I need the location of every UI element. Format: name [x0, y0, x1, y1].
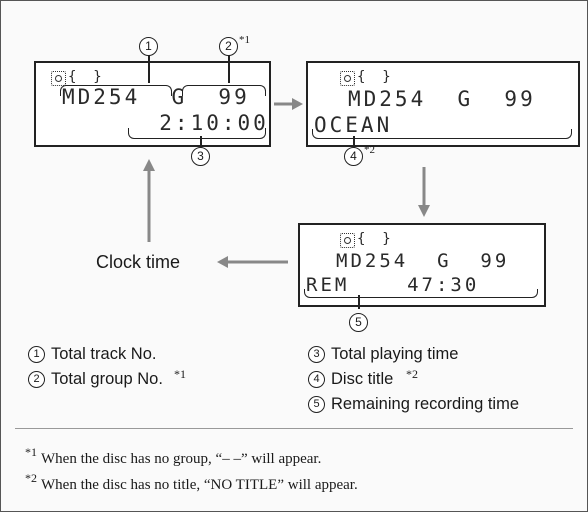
legend-num-3: 3: [308, 346, 325, 363]
legend-num-5: 5: [308, 396, 325, 413]
clock-time-label: Clock time: [96, 252, 181, 272]
footnote-2-text: When the disc has no title, “NO TITLE” w…: [41, 477, 358, 493]
lcd-display-title: { } MD254 G 99 OCEAN: [306, 61, 580, 147]
arrow-down-icon: [418, 167, 430, 217]
callout-2-footnote-mark: *1: [239, 34, 250, 46]
lcd-row-2: REM 47:30: [306, 274, 480, 296]
bracket-remaining: [304, 289, 538, 298]
leader-4: [353, 136, 355, 148]
legend-num-2: 2: [28, 371, 45, 388]
callout-4: 4: [344, 147, 363, 166]
bracket-group: [182, 85, 266, 96]
lcd-row-2: 2:10:00: [128, 111, 269, 135]
disc-icon: [51, 71, 66, 86]
leader-5: [358, 295, 360, 309]
divider: [15, 428, 573, 429]
legend-num-1: 1: [28, 346, 45, 363]
lcd-row-2: OCEAN: [314, 113, 393, 137]
leader-2: [228, 53, 230, 83]
bracket-title: [312, 129, 572, 139]
lcd-display-clock: { } MD254 G 99 2:10:00: [34, 61, 271, 147]
legend-sup-4: *2: [406, 367, 418, 381]
callout-5: 5: [349, 313, 368, 332]
callout-2: 2: [219, 37, 238, 56]
disc-icon: [340, 71, 355, 86]
legend-text-5: Remaining recording time: [331, 395, 520, 413]
bracket-playtime: [128, 128, 266, 139]
footnote-1-mark: *1: [25, 445, 37, 459]
lcd-row-1: MD254 G 99: [62, 85, 250, 109]
callout-4-footnote-mark: *2: [364, 144, 375, 156]
track-indicator: { }: [357, 69, 391, 85]
lcd-row-1: MD254 G 99: [336, 250, 510, 272]
lcd-row-1: MD254 G 99: [348, 87, 536, 111]
legend-text-2: Total group No.: [51, 370, 163, 388]
leader-1: [148, 53, 150, 83]
legend-text-4: Disc title: [331, 370, 394, 388]
track-indicator: { }: [68, 69, 102, 85]
legend-sup-2: *1: [174, 367, 186, 381]
arrow-right-icon: [274, 98, 303, 110]
callout-1: 1: [139, 37, 158, 56]
arrow-up-icon: [143, 159, 155, 242]
leader-3: [200, 136, 202, 148]
track-indicator: { }: [357, 231, 391, 247]
legend-num-4: 4: [308, 371, 325, 388]
bracket-track: [60, 85, 172, 96]
disc-icon: [340, 233, 355, 248]
legend-text-1: Total track No.: [51, 345, 157, 363]
footnote-2-mark: *2: [25, 471, 37, 485]
legend-text-3: Total playing time: [331, 345, 459, 363]
arrow-left-icon: [217, 256, 288, 268]
callout-3: 3: [191, 147, 210, 166]
footnote-1-text: When the disc has no group, “– –” will a…: [41, 451, 322, 467]
lcd-display-remaining: { } MD254 G 99 REM 47:30: [298, 223, 546, 307]
